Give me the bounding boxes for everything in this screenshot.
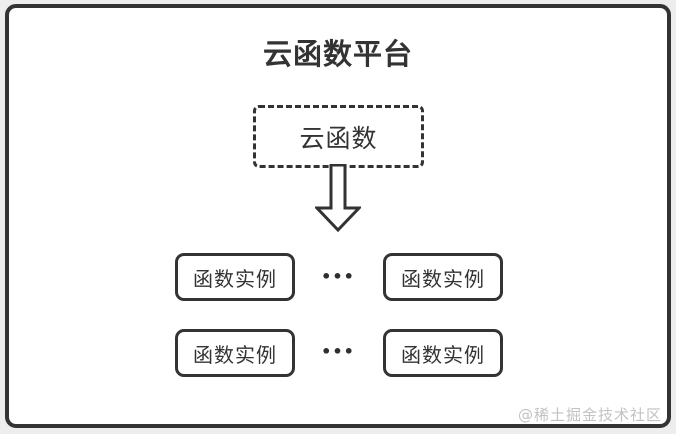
diagram-title: 云函数平台 (262, 37, 413, 71)
function-instance-label: 函数实例 (193, 266, 277, 291)
function-instance-label: 函数实例 (401, 266, 485, 291)
function-instance-box: 函数实例 (175, 329, 295, 377)
cloud-function-box: 云函数 (253, 105, 424, 168)
function-instance-label: 函数实例 (193, 342, 277, 367)
function-instance-box: 函数实例 (175, 253, 295, 301)
function-instance-label: 函数实例 (401, 342, 485, 367)
function-instance-box: 函数实例 (383, 329, 503, 377)
watermark-text: @稀土掘金技术社区 (517, 406, 662, 424)
ellipsis-row1: ••• (321, 267, 355, 286)
function-instance-box: 函数实例 (383, 253, 503, 301)
down-arrow-icon (315, 164, 361, 232)
cloud-function-label: 云函数 (299, 123, 378, 153)
ellipsis-row2: ••• (321, 342, 355, 361)
